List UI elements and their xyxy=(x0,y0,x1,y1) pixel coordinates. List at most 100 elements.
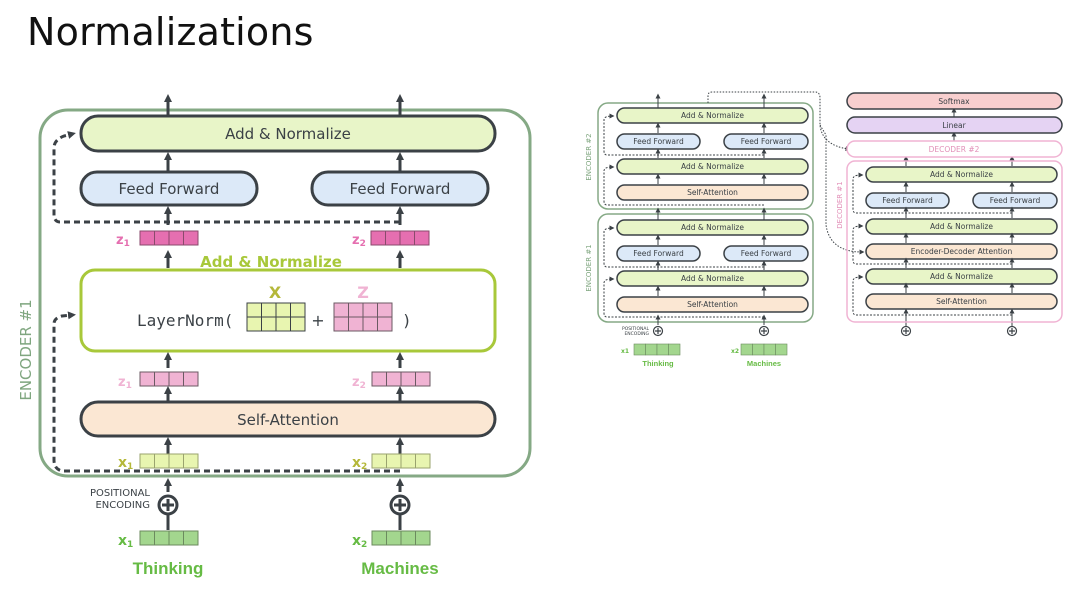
encoder-1-small-frame xyxy=(597,213,814,323)
positional-encoding-label-2: ENCODING xyxy=(95,500,150,511)
encoder-2-self-attention-block xyxy=(616,184,809,201)
encoder-decoder-attention-label: Encoder-Decoder Attention xyxy=(911,247,1013,256)
vector-cell xyxy=(139,371,155,387)
vector-cell xyxy=(633,343,646,356)
z1-output-vector xyxy=(139,230,199,246)
vector-cell xyxy=(290,316,306,332)
right-transformer-diagram: ENCODER #2 ENCODER #1 Add & NormalizeFee… xyxy=(585,91,1063,368)
residual-connection-top xyxy=(52,131,400,224)
vector-cell xyxy=(261,302,277,318)
residual-connection xyxy=(603,164,764,206)
encoder-1-feed-forward-1-label: Feed Forward xyxy=(633,249,684,258)
x2-encoder-label: x2 xyxy=(352,455,367,472)
decoder-add-normalize-mid-block xyxy=(865,218,1058,235)
matrix-x-label: X xyxy=(269,283,282,302)
z2-input-vector xyxy=(371,371,431,387)
word-machines: Machines xyxy=(361,559,438,578)
vector-cell xyxy=(415,530,431,546)
vector-cell xyxy=(385,230,401,246)
self-attention-block xyxy=(79,400,497,438)
residual-connection xyxy=(852,223,1012,265)
decoder-2-block xyxy=(846,140,1063,158)
vector-cell xyxy=(183,371,199,387)
vector-cell xyxy=(154,371,170,387)
decoder-positional-add-icon-1-cross xyxy=(903,328,909,334)
decoder-1-label: DECODER #1 xyxy=(836,181,844,228)
encoder-1-add-normalize-bottom-block xyxy=(616,270,809,287)
encoder-2-add-normalize-bottom-block xyxy=(616,158,809,175)
vector-cell xyxy=(154,530,170,546)
encoder-1-frame xyxy=(38,108,532,478)
vector-cell xyxy=(400,371,416,387)
vector-cell xyxy=(183,230,199,246)
vector-cell xyxy=(656,343,669,356)
residual-connection xyxy=(852,274,1012,316)
encoder-1-self-attention-label: Self-Attention xyxy=(687,300,738,309)
residual-connection xyxy=(603,113,764,156)
vector-cell xyxy=(246,302,262,318)
encoder-2-feed-forward-2-label: Feed Forward xyxy=(741,137,792,146)
x1-encoder-label: x1 xyxy=(118,455,133,472)
softmax-label: Softmax xyxy=(938,97,970,106)
decoder-add-normalize-bottom-block xyxy=(865,268,1058,285)
vector-cell xyxy=(362,316,378,332)
z1-input-label: z1 xyxy=(118,375,132,391)
vector-cell xyxy=(386,371,402,387)
self-attention-label: Self-Attention xyxy=(237,411,339,429)
matrix-z-label: Z xyxy=(357,283,369,302)
vector-cell xyxy=(377,302,393,318)
vector-cell xyxy=(290,302,306,318)
encoder-2-add-normalize-bottom-label: Add & Normalize xyxy=(681,162,744,171)
z1-input-vector xyxy=(139,371,199,387)
vector-cell xyxy=(348,316,364,332)
small-x1-vector xyxy=(633,343,681,356)
close-paren: ) xyxy=(402,311,412,330)
residual-connection xyxy=(603,225,764,268)
vector-cell xyxy=(246,316,262,332)
small-positional-add-icon-2-cross xyxy=(761,328,767,334)
slide-title: Normalizations xyxy=(27,10,314,54)
small-word-thinking: Thinking xyxy=(642,359,674,368)
encoder-1-add-normalize-top-label: Add & Normalize xyxy=(681,223,744,232)
encoder-1-self-attention-block xyxy=(616,296,809,313)
vector-cell xyxy=(168,371,184,387)
decoder-self-attention-label: Self-Attention xyxy=(936,297,987,306)
vector-cell xyxy=(415,371,431,387)
feed-forward-1-block xyxy=(79,170,259,207)
vector-cell xyxy=(371,530,387,546)
decoder-add-normalize-mid-label: Add & Normalize xyxy=(930,222,993,231)
vector-cell xyxy=(400,530,416,546)
matrix-x xyxy=(246,302,306,332)
feed-forward-2-block xyxy=(310,170,490,207)
residual-connection-bottom xyxy=(52,311,400,473)
x1-encoder-vector xyxy=(139,453,199,469)
feed-forward-1-label: Feed Forward xyxy=(119,180,220,198)
decoder-feed-forward-2-label: Feed Forward xyxy=(990,196,1041,205)
vector-cell xyxy=(333,316,349,332)
residual-connection xyxy=(603,276,764,318)
small-x1-label: x1 xyxy=(621,348,629,355)
add-normalize-caption: Add & Normalize xyxy=(200,253,342,271)
vector-cell xyxy=(668,343,681,356)
z2-input-label: z2 xyxy=(352,375,366,391)
decoder-1-frame xyxy=(846,160,1063,323)
decoder-self-attention-block xyxy=(865,293,1058,310)
vector-cell xyxy=(183,530,199,546)
vector-cell xyxy=(386,530,402,546)
vector-cell xyxy=(645,343,658,356)
vector-cell xyxy=(775,343,788,356)
vector-cell xyxy=(399,230,415,246)
encoder-2-self-attention-label: Self-Attention xyxy=(687,188,738,197)
vector-cell xyxy=(371,453,387,469)
encoder-2-feed-forward-1-label: Feed Forward xyxy=(633,137,684,146)
vector-cell xyxy=(139,453,155,469)
vector-cell xyxy=(370,230,386,246)
plus-sign: + xyxy=(311,311,324,330)
small-word-machines: Machines xyxy=(747,359,781,368)
vector-cell xyxy=(415,453,431,469)
encoder-output-connection-2 xyxy=(819,124,865,255)
left-encoder-diagram: ENCODER #1 Add & Normalize Feed Forward … xyxy=(17,94,532,578)
add-normalize-top-label: Add & Normalize xyxy=(225,125,351,143)
vector-cell xyxy=(400,453,416,469)
vector-cell xyxy=(377,316,393,332)
